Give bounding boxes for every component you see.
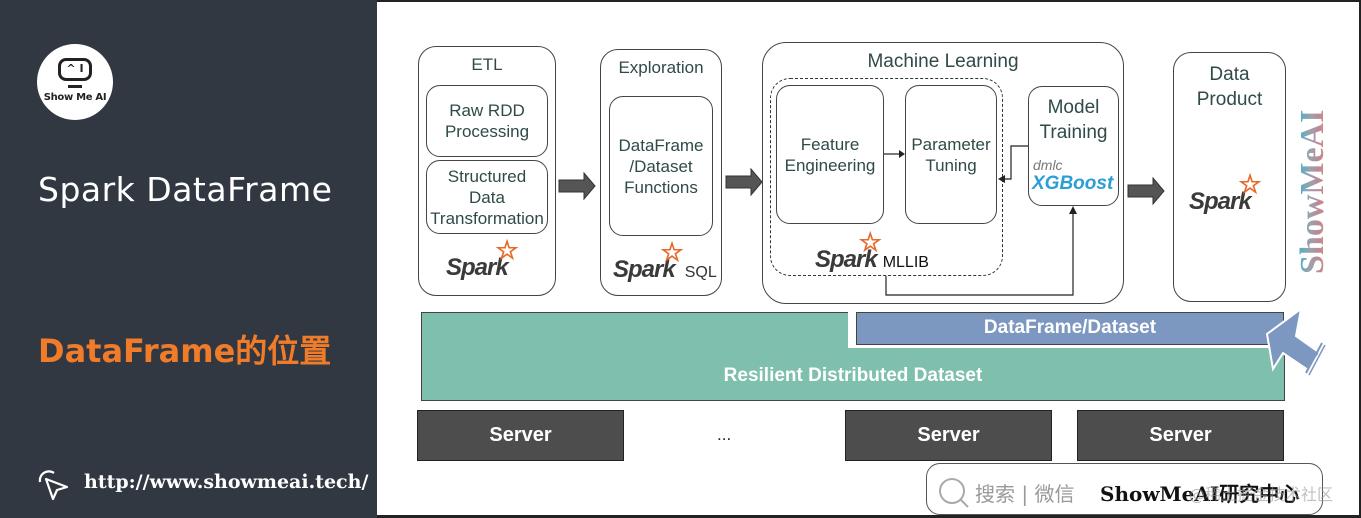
frame-border-bottom xyxy=(377,515,1361,518)
watermark-text: ShowMeAI xyxy=(1298,110,1328,274)
dataframe-dataset-layer: DataFrame/Dataset xyxy=(856,312,1284,345)
frame-border-top xyxy=(377,0,1361,2)
server-box: Server xyxy=(417,410,624,461)
spark-star-icon: ☆ xyxy=(660,237,683,267)
exploration-stage: Exploration DataFrame /Dataset Functions… xyxy=(600,49,722,296)
raw-rdd-processing-step: Raw RDD Processing xyxy=(426,85,548,157)
search-brand: ShowMeAI研究中心 xyxy=(1100,482,1300,506)
rdd-label: Resilient Distributed Dataset xyxy=(723,365,983,386)
spark-logo: Spark☆ xyxy=(1189,169,1262,216)
server-box: Server xyxy=(845,410,1052,461)
data-product-title: Data Product xyxy=(1196,64,1263,110)
arrow-right-icon xyxy=(558,172,596,200)
website-link[interactable]: http://www.showmeai.tech/ xyxy=(84,471,369,493)
section-subtitle: DataFrame的位置 xyxy=(38,332,332,370)
arrow-right-icon xyxy=(725,168,763,196)
spark-star-icon: ☆ xyxy=(858,227,882,257)
showmeai-logo: ^ I Show Me AI xyxy=(37,44,113,120)
model-training-step: Model Training dmlc XGBoost xyxy=(1028,86,1119,206)
dmlc-label: dmlc xyxy=(1033,157,1063,173)
showmeai-vertical-watermark: ShowMeAI xyxy=(1298,110,1328,274)
spark-logo: Spark☆ xyxy=(446,235,519,282)
feature-engineering-step: Feature Engineering xyxy=(776,85,884,224)
dataframe-dataset-functions-step: DataFrame /Dataset Functions xyxy=(609,96,713,236)
monitor-stand xyxy=(68,85,82,88)
ellipsis: ... xyxy=(717,425,732,444)
structured-data-transformation-step: Structured Data Transformation xyxy=(426,160,548,234)
server-box: Server xyxy=(1077,410,1284,461)
arrowhead-icon xyxy=(998,175,1005,183)
logo-text: Show Me AI xyxy=(43,92,107,103)
cursor-click-icon xyxy=(38,470,69,501)
wechat-search-banner: 搜索 | 微信 ShowMeAI研究中心 xyxy=(926,463,1323,515)
arrowhead-icon xyxy=(899,150,905,158)
etl-title: ETL xyxy=(471,55,503,74)
search-label: 搜索 | 微信 xyxy=(975,482,1075,506)
spark-mllib-logo: Spark☆MLLIB xyxy=(815,227,929,274)
spark-star-icon: ☆ xyxy=(1238,169,1261,199)
mllib-suffix: MLLIB xyxy=(882,254,929,271)
xgboost-logo: XGBoost xyxy=(1032,173,1114,194)
sidebar-panel: ^ I Show Me AI Spark DataFrame DataFrame… xyxy=(0,0,377,518)
pointer-arrow-icon xyxy=(1265,306,1326,376)
parameter-tuning-step: Parameter Tuning xyxy=(905,85,997,224)
overlay-watermark: @稀土掘金技术社区 xyxy=(1189,485,1334,504)
spark-logo-text: Spark xyxy=(613,256,676,283)
model-training-label: Model Training xyxy=(1039,97,1108,143)
spark-sql-suffix: SQL xyxy=(684,264,717,281)
spark-logo-text: Spark xyxy=(815,246,878,273)
machine-learning-title: Machine Learning xyxy=(867,51,1019,72)
search-icon xyxy=(939,478,969,508)
etl-stage: ETL Raw RDD Processing Structured Data T… xyxy=(418,46,556,296)
arrow-right-icon xyxy=(1127,177,1165,205)
connector-training-to-tuning xyxy=(1003,145,1028,180)
exploration-title: Exploration xyxy=(618,58,704,77)
arrowhead-icon xyxy=(1069,206,1077,214)
frame-border-right xyxy=(1359,0,1361,518)
spark-logo-text: Spark xyxy=(446,254,509,281)
spark-star-icon: ☆ xyxy=(495,235,518,265)
connector-mllib-to-training xyxy=(885,212,1074,296)
data-product-stage: Data Product Spark☆ xyxy=(1173,52,1286,302)
spark-sql-logo: Spark☆SQL xyxy=(613,237,717,284)
spark-logo-text: Spark xyxy=(1189,188,1252,215)
monitor-icon: ^ I xyxy=(58,58,92,81)
page-title: Spark DataFrame xyxy=(38,170,333,209)
